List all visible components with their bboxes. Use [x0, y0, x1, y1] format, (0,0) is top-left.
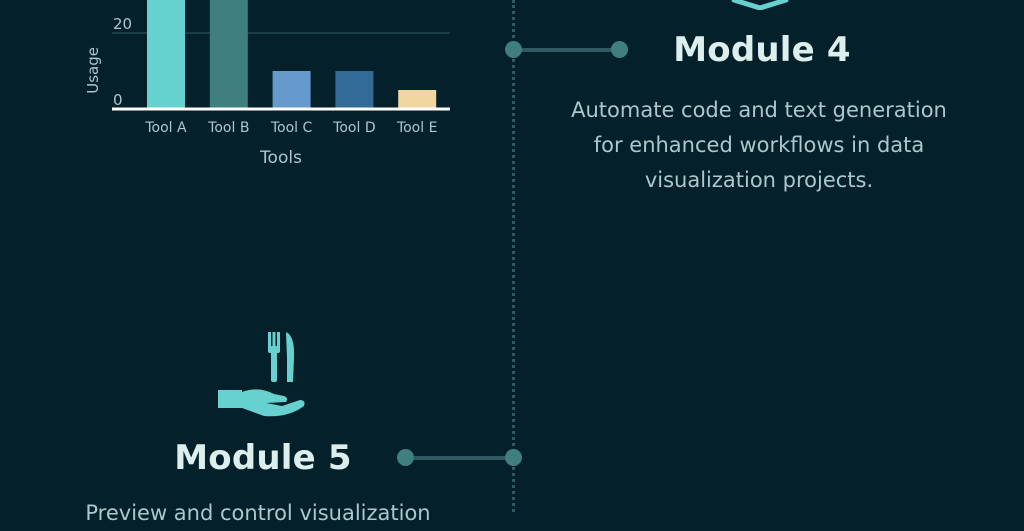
timeline-line — [512, 0, 515, 512]
bar-tool-e — [398, 90, 437, 109]
module-5-timeline-node — [505, 449, 522, 466]
y-axis-label: Usage — [84, 47, 102, 94]
x-tick-label: Tool D — [332, 120, 375, 136]
module-5-description-line: Preview and control visualization — [85, 501, 431, 525]
module-5-description: Preview and control visualization — [48, 496, 468, 531]
module-4-title: Module 4 — [673, 30, 851, 70]
module-4-description-line: Automate code and text generation — [571, 98, 947, 122]
x-tick-label: Tool A — [144, 120, 187, 136]
bar-tool-b — [209, 0, 248, 109]
module-5-connector — [404, 456, 513, 460]
module-4-description-line: for enhanced workflows in data — [593, 133, 925, 157]
module-4-timeline-node — [505, 41, 522, 58]
x-tick-label: Tool C — [270, 120, 313, 136]
module-5-title: Module 5 — [174, 438, 352, 478]
hexagon-icon — [731, 0, 789, 10]
module-5-connector-end — [397, 449, 414, 466]
bar-tool-a — [147, 0, 185, 109]
y-tick-label: 0 — [113, 91, 123, 109]
module-4-connector — [513, 48, 621, 52]
bar-tool-d — [335, 71, 374, 109]
serving-hand-icon — [218, 332, 305, 417]
module-4-connector-end — [611, 41, 628, 58]
y-tick-label: 20 — [113, 15, 132, 33]
bar-tool-c — [272, 71, 311, 109]
x-tick-label: Tool B — [207, 120, 249, 136]
module-4-description: Automate code and text generation for en… — [549, 93, 969, 198]
usage-bar-chart: 0 20 Tool A Tool B Tool C Tool D Tool E Tools… — [84, 0, 450, 168]
module-4-description-line: visualization projects. — [644, 168, 874, 192]
x-axis-label: Tools — [259, 148, 302, 168]
x-tick-label: Tool E — [396, 120, 438, 136]
